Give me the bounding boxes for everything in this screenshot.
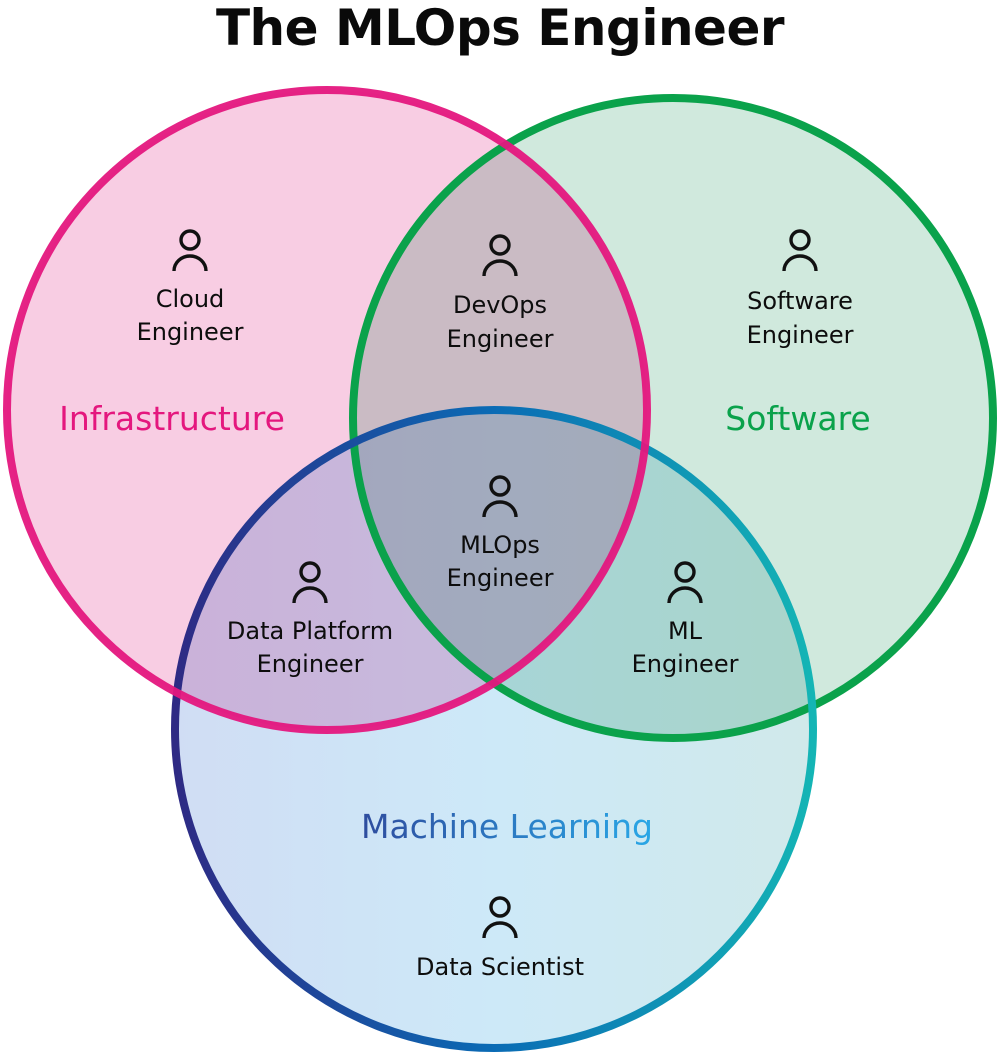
role-label-line-1: Data Scientist [416,953,584,981]
diagram-title: The MLOps Engineer [216,0,785,57]
machine-learning-set-outline [171,406,817,1052]
role-label-line-1: Software [747,287,853,315]
role-label-line-2: Engineer [257,650,364,678]
software-set-label: Software [725,399,870,438]
role-mlops-engineer: MLOps Engineer [447,475,554,592]
role-label-line-1: ML [668,617,703,645]
role-label-line-1: DevOps [453,291,547,319]
role-cloud-engineer: Cloud Engineer [137,229,244,346]
software-set-outline [349,94,997,742]
person-icon [782,229,818,272]
role-software-engineer: Software Engineer [747,229,854,349]
infrastructure-set-label: Infrastructure [59,399,285,438]
person-icon [482,475,518,518]
role-label-line-1: MLOps [460,531,540,559]
role-label-line-2: Engineer [747,321,854,349]
machine-learning-set-fill [175,410,813,1048]
role-label-line-1: Cloud [156,285,225,313]
role-label-line-2: Engineer [447,325,554,353]
role-label-line-2: Engineer [632,650,739,678]
set-fills [7,90,993,1048]
person-icon [482,234,518,277]
role-ml-engineer: ML Engineer [632,561,739,678]
person-icon [172,229,208,272]
infrastructure-set-outline [3,86,651,734]
person-icon [482,896,518,939]
role-label-line-2: Engineer [447,564,554,592]
person-icon [667,561,703,604]
role-data-scientist: Data Scientist [416,896,584,981]
set-outlines [3,86,997,1052]
machine-learning-set-label: Machine Learning [361,807,653,846]
role-data-platform-engineer: Data Platform Engineer [227,561,393,678]
role-label-line-2: Engineer [137,318,244,346]
role-devops-engineer: DevOps Engineer [447,234,554,353]
person-icon [292,561,328,604]
role-label-line-1: Data Platform [227,617,393,645]
